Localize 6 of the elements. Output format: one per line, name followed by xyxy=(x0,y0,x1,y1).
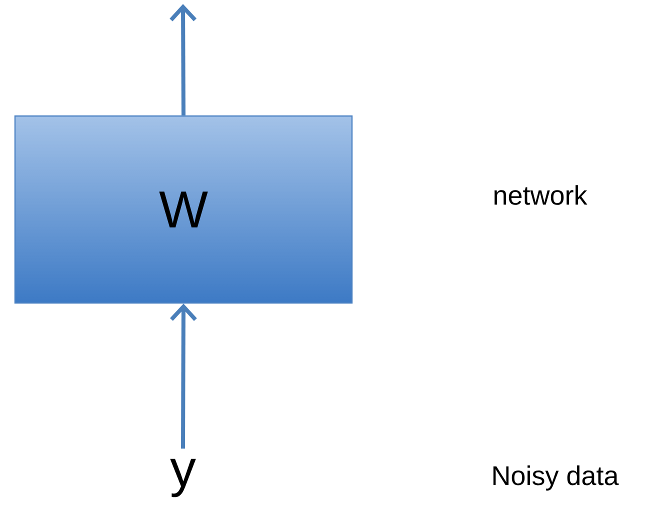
variable-label: $y$ xyxy=(170,458,196,498)
network-box: $W$ xyxy=(14,115,353,304)
annotation-text: network xyxy=(494,185,588,205)
annotation-text: Noisy data xyxy=(493,465,619,491)
arrow xyxy=(170,304,197,449)
arrow xyxy=(170,4,197,116)
